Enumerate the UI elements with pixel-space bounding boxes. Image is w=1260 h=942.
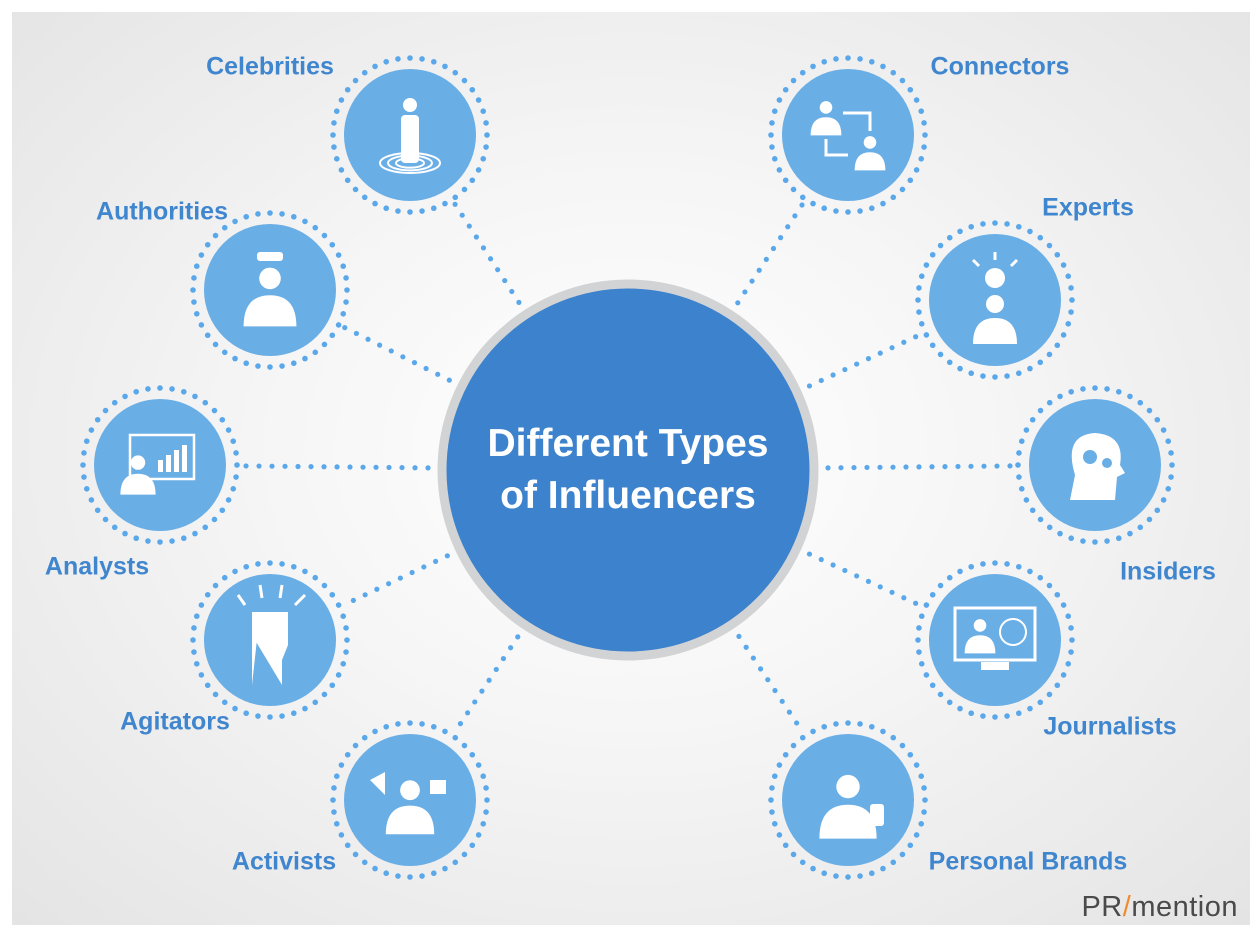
node-connectors (768, 55, 928, 215)
connector-line (350, 553, 450, 604)
node-journalists (915, 560, 1075, 720)
news-monitor-icon (953, 606, 1037, 670)
node-label: Celebrities (206, 52, 334, 81)
node-label: Activists (231, 847, 337, 876)
dotted-ring (768, 720, 928, 880)
dotted-ring (190, 210, 350, 370)
node-circle (782, 69, 914, 201)
node-authorities (190, 210, 350, 370)
businessman-icon (819, 774, 884, 839)
dotted-ring (915, 220, 1075, 380)
connector-line (243, 463, 431, 471)
dotted-ring (915, 560, 1075, 720)
title-line-1: Different Types (487, 422, 769, 465)
node-insiders (1015, 385, 1175, 545)
node-label: Personal Brands (928, 847, 1128, 876)
people-exchange-icon (810, 101, 886, 171)
connector-line (342, 325, 452, 383)
connector-line (736, 633, 800, 726)
prmention-logo: PR/mention (1081, 891, 1238, 924)
node-circle (782, 734, 914, 866)
connector-line (825, 463, 1013, 471)
logo-text-right: mention (1131, 891, 1238, 923)
person-chart-icon (120, 433, 196, 495)
dotted-ring (330, 720, 490, 880)
logo-slash: / (1122, 891, 1132, 923)
node-label: Analysts (44, 552, 150, 581)
node-circle (204, 224, 336, 356)
dotted-ring (80, 385, 240, 545)
node-label: Journalists (1043, 712, 1177, 741)
node-personal-brands (768, 720, 928, 880)
connector-line (806, 334, 919, 389)
title-line-2: of Influencers (500, 474, 756, 517)
node-label: Experts (1042, 193, 1134, 222)
raised-hand-icon (236, 584, 307, 685)
connector-line (735, 202, 805, 306)
dotted-ring (1015, 385, 1175, 545)
connector-line (457, 634, 521, 727)
node-circle (929, 574, 1061, 706)
police-officer-icon (243, 252, 297, 327)
dotted-ring (768, 55, 928, 215)
connector-line (806, 551, 919, 606)
node-analysts (80, 385, 240, 545)
node-label: Agitators (120, 707, 230, 736)
person-ripple-icon (379, 98, 441, 174)
dotted-ring (330, 55, 490, 215)
connector-line (452, 201, 522, 305)
center-circle (437, 279, 819, 661)
node-label: Insiders (1120, 557, 1216, 586)
node-activists (330, 720, 490, 880)
node-agitators (190, 560, 350, 720)
center-title: Different Types of Influencers (448, 418, 808, 522)
node-label: Authorities (96, 197, 228, 226)
lightbulb-person-icon (971, 252, 1019, 344)
node-experts (915, 220, 1075, 380)
logo-text-left: PR (1081, 891, 1123, 923)
node-celebrities (330, 55, 490, 215)
dotted-ring (190, 560, 350, 720)
head-gears-icon (1070, 433, 1125, 500)
node-label: Connectors (930, 52, 1070, 81)
megaphone-person-icon (370, 772, 446, 835)
